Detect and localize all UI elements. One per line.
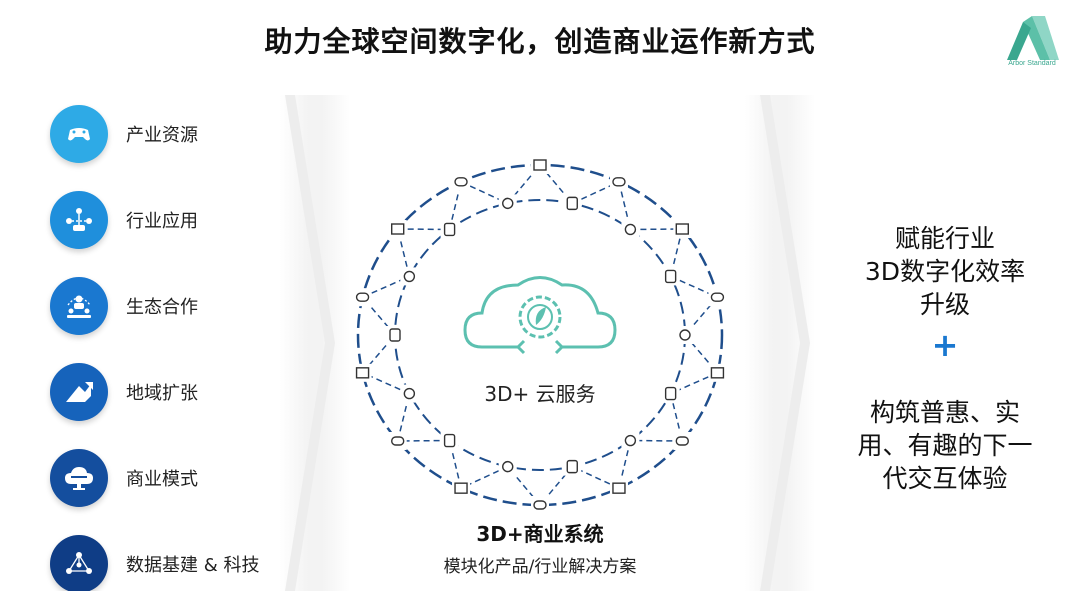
expansion-arrow-icon <box>50 363 108 421</box>
ring-service-icon <box>673 431 692 450</box>
gamepad-icon <box>50 105 108 163</box>
capability-item-business-model: 商业模式 <box>50 449 310 507</box>
cloud-gear-icon <box>463 276 617 355</box>
cloud-service-label: 3D+ 云服务 <box>484 382 596 406</box>
ring-outer <box>356 163 724 507</box>
ring-service-icon <box>498 457 517 476</box>
value-line: 代交互体验 <box>882 464 1008 493</box>
ring-service-icon <box>388 220 407 239</box>
capability-label: 行业应用 <box>126 211 198 232</box>
capability-item-industry-applications: 行业应用 <box>50 191 310 249</box>
ring-service-icon <box>661 384 680 403</box>
capability-item-industry-resources: 产业资源 <box>50 105 310 163</box>
ring-service-icon <box>563 194 582 213</box>
value-line: 构筑普惠、实 <box>869 398 1020 427</box>
brand-logo: Arbor Standard <box>1001 14 1063 70</box>
network-people-icon <box>50 191 108 249</box>
business-system-label: 3D+商业系统 <box>476 522 604 546</box>
value-line: 3D数字化效率 <box>864 257 1026 286</box>
ring-service-icon <box>708 288 727 307</box>
ring-service-icon <box>531 156 549 174</box>
ring-service-icon <box>452 479 471 498</box>
ring-connectors <box>361 164 719 506</box>
capability-item-ecosystem: 生态合作 <box>50 277 310 335</box>
ring-service-icon <box>661 267 680 286</box>
ring-service-icon <box>353 288 372 307</box>
ring-service-icon <box>400 267 419 286</box>
ring-service-icon <box>440 220 459 239</box>
ring-service-icon <box>386 326 404 344</box>
ring-service-icon <box>452 172 471 191</box>
logo-a-icon <box>1007 16 1059 60</box>
business-system-subtitle: 模块化产品/行业解决方案 <box>443 557 637 577</box>
capability-label: 数据基建 & 科技 <box>126 555 260 576</box>
ring-service-icon <box>531 496 549 514</box>
data-node-icon <box>50 535 108 591</box>
cloud-business-icon <box>50 449 108 507</box>
value-statement-top: 赋能行业 3D数字化效率 升级 <box>830 222 1060 321</box>
capability-item-regional-expansion: 地域扩张 <box>50 363 310 421</box>
capability-label: 商业模式 <box>126 469 198 490</box>
plus-sign: + <box>931 326 959 364</box>
collaboration-icon <box>50 277 108 335</box>
chevron-arrow-left <box>285 95 335 591</box>
ring-icons <box>353 156 727 514</box>
logo-text: Arbor Standard <box>1008 60 1056 67</box>
ring-service-icon <box>609 172 628 191</box>
service-ring-diagram <box>353 156 727 514</box>
ring-service-icon <box>676 326 694 344</box>
value-line: 升级 <box>919 290 970 319</box>
ring-service-icon <box>621 431 640 450</box>
value-line: 赋能行业 <box>894 224 995 253</box>
background-band-left <box>280 95 350 591</box>
capability-label: 产业资源 <box>126 125 198 146</box>
ring-service-icon <box>498 194 517 213</box>
ring-service-icon <box>673 220 692 239</box>
value-statement-bottom: 构筑普惠、实 用、有趣的下一 代交互体验 <box>830 396 1060 495</box>
ring-service-icon <box>708 363 727 382</box>
ring-service-icon <box>609 479 628 498</box>
ring-service-icon <box>563 457 582 476</box>
value-line: 用、有趣的下一 <box>857 431 1033 460</box>
capability-label: 地域扩张 <box>126 383 198 404</box>
ring-service-icon <box>353 363 372 382</box>
chevron-arrow-right <box>760 95 810 591</box>
page-title: 助力全球空间数字化，创造商业运作新方式 <box>264 25 816 58</box>
ring-service-icon <box>440 431 459 450</box>
capability-item-data-tech: 数据基建 & 科技 <box>50 535 310 591</box>
ring-service-icon <box>400 384 419 403</box>
ring-service-icon <box>388 431 407 450</box>
capability-label: 生态合作 <box>126 297 198 318</box>
ring-service-icon <box>621 220 640 239</box>
ring-inner <box>394 199 686 471</box>
